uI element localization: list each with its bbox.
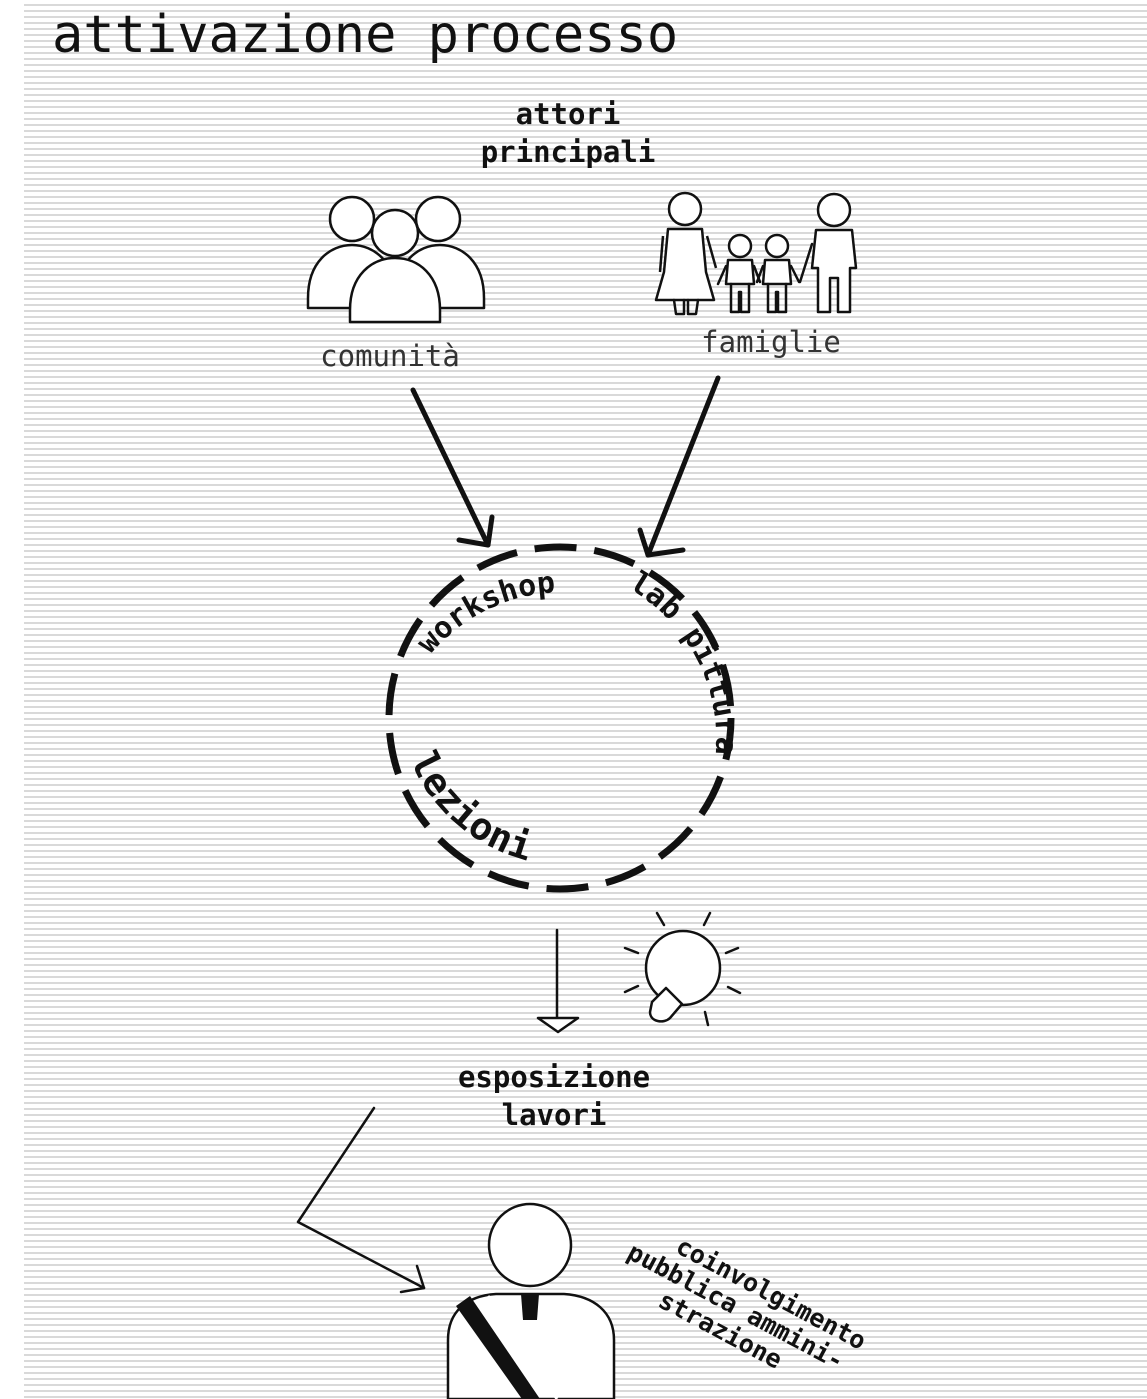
page-title: attivazione processo bbox=[52, 5, 678, 65]
arrow-down-to-outcome bbox=[536, 928, 580, 1034]
actors-heading-line2: principali bbox=[481, 135, 656, 169]
community-group-icon bbox=[306, 195, 486, 324]
activity-lab-pittura: lab pittura bbox=[624, 565, 744, 756]
arrow-family-to-activities bbox=[637, 375, 721, 558]
authority-text: coinvolgimento pubblica ammini- strazion… bbox=[623, 1231, 871, 1376]
activity-workshop: workshop bbox=[410, 565, 557, 660]
outcome-line2: lavori bbox=[502, 1098, 607, 1132]
official-with-sash-icon bbox=[446, 1202, 616, 1399]
lightbulb-icon bbox=[623, 911, 742, 1027]
actors-heading-line1: attori bbox=[516, 97, 621, 131]
arrow-community-to-activities bbox=[410, 387, 495, 548]
community-label: comunità bbox=[320, 339, 460, 373]
activities-circle bbox=[385, 543, 735, 893]
family-label: famiglie bbox=[701, 325, 841, 359]
activity-lezioni: lezioni bbox=[402, 744, 538, 869]
family-icon bbox=[654, 191, 858, 316]
arrow-outcome-to-authority bbox=[296, 1106, 426, 1294]
outcome-line1: esposizione bbox=[458, 1060, 650, 1094]
